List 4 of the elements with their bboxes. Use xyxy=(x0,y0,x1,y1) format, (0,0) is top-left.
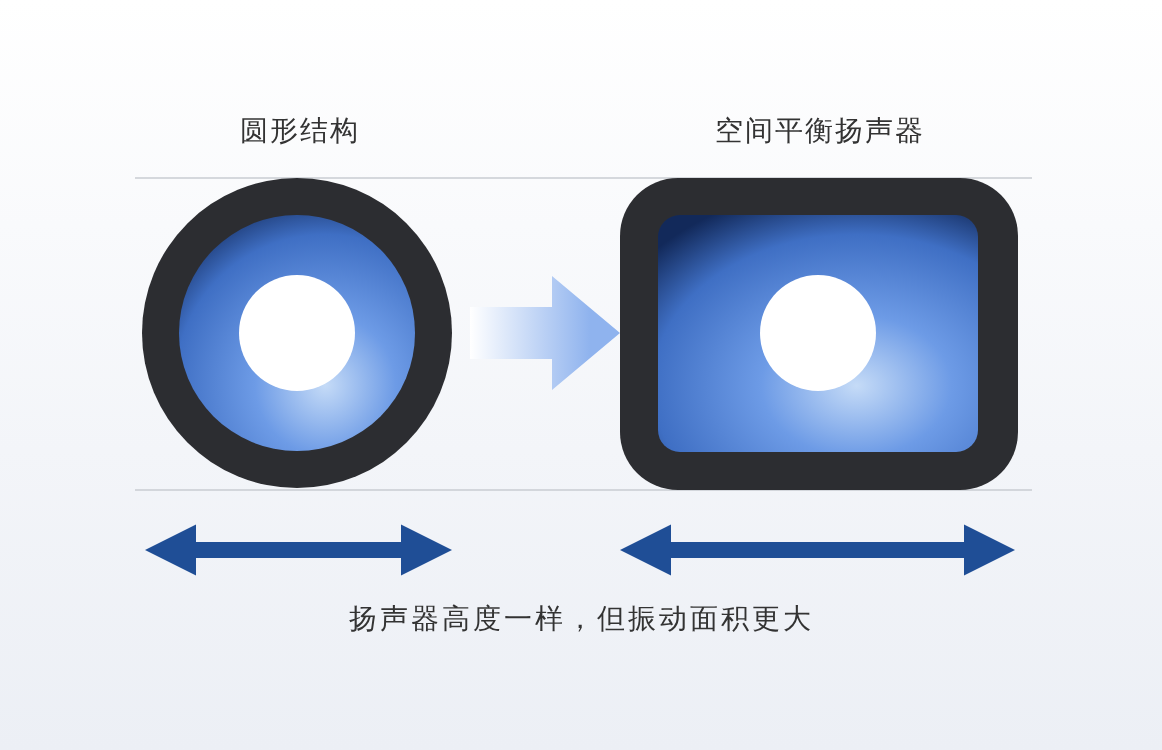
heading: 圆形结构 xyxy=(240,113,360,149)
arrow xyxy=(470,276,620,390)
heading: 空间平衡扬声器 xyxy=(715,113,925,149)
caption: 扬声器高度一样，但振动面积更大 xyxy=(348,601,814,637)
